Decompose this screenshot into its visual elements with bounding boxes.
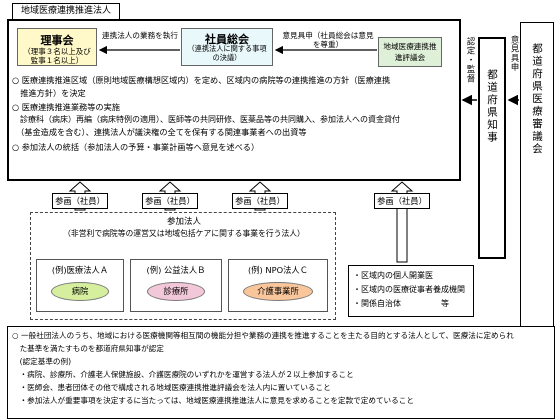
function-line: 診療科（病床）再編（病床特例の適用）、医師等の共同研修、医薬品等の共同購入、参加… (12, 114, 400, 124)
note-line: ○ 一般社団法人のうち、地域における医療機関等相互間の機能分担や業務の連携を推進… (12, 331, 514, 340)
label-opinion-respected: 意見具申（社員総会は意見を尊重） (282, 31, 374, 50)
notes-box: ○ 一般社団法人のうち、地域における医療機関等相互間の機能分担や業務の連携を推進… (7, 326, 555, 419)
participants-subtitle: （非営利で病院等の運営又は地域包括ケアに関する事業を行う法人） (63, 229, 305, 238)
corporation-label: (例)医療法人Ａ (51, 265, 109, 275)
external-members-box: ・区域内の個人開業医 ・区域内の医療従事者養成機関 ・関係自治体 等 (348, 265, 474, 317)
governor-box: 都道府県知事 (478, 37, 506, 259)
external-member: ・区域内の医療従事者養成機関 (353, 285, 465, 294)
corporation-label: (例) 公益法人Ｂ (146, 265, 206, 275)
participation-label: 参画（社員） (374, 193, 430, 209)
council-box: 地域医療連携推進評議会 (378, 37, 442, 67)
participants-frame: 参加法人 （非営利で病院等の運営又は地域包括ケアに関する事業を行う法人） (30, 212, 336, 320)
note-line: ・病院、診療所、介護老人保健施設、介護医療院のいずれかを運営する法人が２以上参加… (12, 370, 354, 379)
prefectural-council-box: 都道府県医療審議会 (520, 22, 554, 372)
label-execute-business: 連携法人の業務を執行 (102, 31, 178, 40)
approval-label: 認定・監督 (466, 37, 476, 84)
participation-label: 参画（社員） (232, 193, 288, 209)
council-text: 地域医療連携推進評議会 (383, 42, 437, 62)
note-line: ・参加法人が重要事項を決定するに当たっては、地域医療連携推進法人に意見を求めるこ… (12, 396, 414, 405)
note-line: ・医師会、患者団体その他で構成される地域医療連携推進評議会を法人内に置いているこ… (12, 383, 331, 392)
assembly-box: 社員総会 （連携法人に関する事項の決議） (181, 28, 273, 66)
opinion-label: 意見具申 (510, 35, 520, 73)
organization-frame (7, 19, 461, 181)
prefectural-council-label: 都道府県医療審議会 (531, 43, 543, 156)
function-line: （基金造成を含む）、連携法人が議決権の全てを保有する関連事業者への出資等 (12, 127, 307, 138)
external-member: ・区域内の個人開業医 (353, 271, 433, 280)
facility-care: 介護事業所 (243, 282, 313, 301)
assembly-title: 社員総会 (205, 33, 249, 46)
corporation-b: (例) 公益法人Ｂ 診療所 (130, 259, 222, 312)
function-line: ○ 医療連携推進区域（原則地域医療構想区域内）を定め、区域内の病院等の連携推進の… (12, 75, 391, 85)
corporation-c: (例) NPO法人Ｃ 介護事業所 (228, 259, 328, 312)
external-member: ・関係自治体 等 (353, 299, 449, 308)
governor-label: 都道府県知事 (486, 69, 498, 144)
participants-title: 参加法人 (166, 217, 201, 227)
function-line: ○ 医療連携推進業務等の実施 (12, 102, 120, 113)
functions-list: ○ 医療連携推進区域（原則地域医療構想区域内）を定め、区域内の病院等の連携推進の… (12, 74, 457, 178)
facility-clinic: 診療所 (147, 282, 205, 301)
participation-label: 参画（社員） (142, 193, 198, 209)
participation-label: 参画（社員） (52, 193, 108, 209)
board-title: 理事会 (40, 34, 74, 47)
note-line: た基準を満たすものを都道府県知事が認定 (12, 344, 164, 353)
assembly-desc: （連携法人に関する事項の決議） (187, 44, 267, 62)
corporation-label: (例) NPO法人Ｃ (247, 265, 309, 275)
organization-title: 地域医療連携推進法人 (12, 3, 120, 20)
board-desc: （理事３名以上及び監事１名以上） (23, 47, 91, 65)
corporation-a: (例)医療法人Ａ 病院 (36, 259, 124, 312)
board-box: 理事会 （理事３名以上及び監事１名以上） (17, 28, 97, 66)
note-line: (認定基準の例) (12, 357, 72, 366)
facility-hospital: 病院 (51, 282, 109, 301)
function-line: ○ 参加法人の統括（参加法人の予算・事業計画等へ意見を述べる） (12, 141, 260, 152)
function-line: 推進方針）を決定 (12, 87, 86, 98)
